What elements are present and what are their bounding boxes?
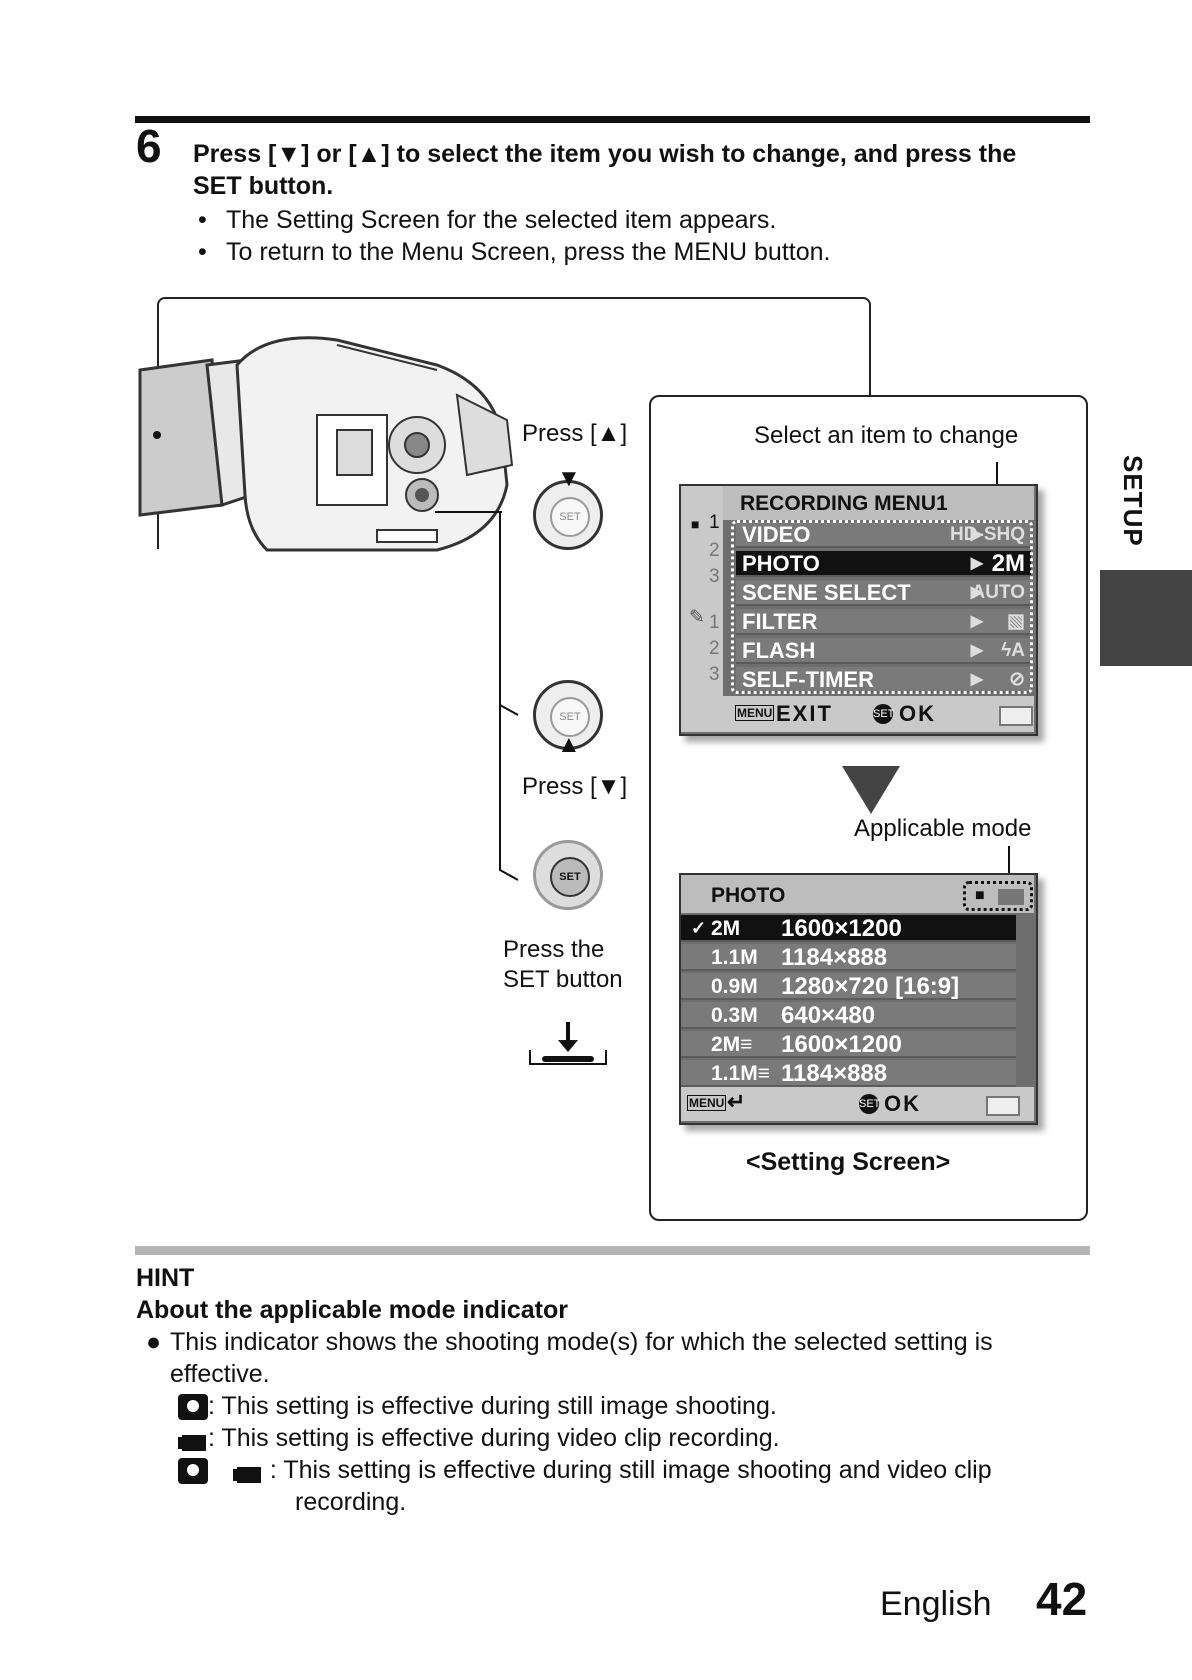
arrow-right-icon: ▶ bbox=[970, 613, 983, 630]
menu-item-photo[interactable]: PHOTO▶2M bbox=[736, 551, 1031, 577]
press-set-label-line1: Press the bbox=[503, 936, 605, 963]
menu-ok-label: OK bbox=[899, 701, 936, 726]
down-triangle-icon bbox=[842, 766, 900, 814]
step-heading: Press [▼] or [▲] to select the item you … bbox=[193, 138, 1093, 202]
arrow-right-icon: ▶ bbox=[970, 671, 983, 688]
set-icon: SET bbox=[859, 1094, 880, 1114]
tab-number: 1 bbox=[709, 512, 720, 533]
still-camera-icon bbox=[178, 1458, 208, 1485]
hint-label: HINT bbox=[136, 1264, 195, 1292]
setting-row[interactable]: 2M≡1600×1200 bbox=[681, 1031, 1016, 1058]
menu-tabs: ■ 1 2 3 ✎ 1 2 3 bbox=[681, 486, 723, 698]
dpad-up[interactable]: SET ▼ bbox=[533, 465, 603, 550]
dpad-center: SET bbox=[550, 697, 590, 737]
setting-footer: MENU ↵ SET OK bbox=[681, 1087, 1034, 1121]
menu-item-flash[interactable]: FLASH▶ϟA bbox=[736, 638, 1031, 664]
video-camera-icon bbox=[178, 1427, 208, 1452]
still-camera-icon: ■ bbox=[975, 887, 985, 904]
menu-screen: RECORDING MENU1 ■ 1 2 3 ✎ 1 2 3 VIDEO▶HD… bbox=[679, 484, 1038, 736]
step-heading-line1: Press [▼] or [▲] to select the item you … bbox=[193, 140, 1017, 168]
set-button-label: SET bbox=[550, 857, 590, 897]
dpad-down[interactable]: SET ▲ bbox=[533, 680, 603, 758]
tab-number: 2 bbox=[709, 540, 720, 561]
hint-bullet-dot: ● bbox=[146, 1328, 162, 1356]
hint-bullet-line1: This indicator shows the shooting mode(s… bbox=[170, 1328, 993, 1356]
menu-item-scene-select[interactable]: SCENE SELECT▶AUTO bbox=[736, 580, 1031, 606]
press-set-label-line2: SET button bbox=[503, 966, 623, 993]
hint-both-line2: recording. bbox=[295, 1488, 407, 1516]
top-rule bbox=[135, 116, 1090, 123]
camcorder-illustration bbox=[138, 336, 514, 552]
setting-row[interactable]: 1.1M≡1184×888 bbox=[681, 1060, 1016, 1087]
step-bullet: •The Setting Screen for the selected ite… bbox=[198, 206, 777, 234]
selection-highlight bbox=[731, 520, 1033, 694]
arrow-right-icon: ▶ bbox=[970, 642, 983, 659]
connector-lines bbox=[499, 512, 519, 881]
section-tab-block bbox=[1100, 570, 1192, 666]
hint-bullet-line2: effective. bbox=[170, 1360, 270, 1388]
select-item-label: Select an item to change bbox=[754, 422, 1019, 449]
menu-title: RECORDING MENU1 bbox=[740, 492, 948, 515]
menu-item-video[interactable]: VIDEO▶HD-SHQ bbox=[736, 522, 1031, 548]
tab-number: 3 bbox=[709, 566, 720, 587]
setting-ok-label: OK bbox=[884, 1091, 921, 1116]
menu-button-icon: MENU bbox=[735, 705, 775, 721]
video-camera-icon bbox=[232, 1459, 263, 1484]
battery-icon bbox=[986, 1096, 1020, 1116]
menu-item-filter[interactable]: FILTER▶▧ bbox=[736, 609, 1031, 635]
press-down-icon bbox=[529, 1022, 607, 1065]
return-icon: ↵ bbox=[727, 1089, 746, 1114]
hint-rule bbox=[135, 1246, 1090, 1255]
menu-title-bar bbox=[681, 486, 1034, 520]
menu-item-self-timer[interactable]: SELF-TIMER▶⊘ bbox=[736, 667, 1031, 693]
arrow-right-icon: ▶ bbox=[970, 584, 983, 601]
wrench-icon: ✎ bbox=[689, 607, 705, 628]
page-number: 42 bbox=[1036, 1573, 1088, 1625]
still-camera-icon: ■ bbox=[691, 516, 700, 532]
menu-exit-label: EXIT bbox=[776, 701, 833, 726]
applicable-mode-pointer bbox=[1008, 846, 1010, 876]
up-arrow-icon: ▼ bbox=[557, 465, 581, 492]
set-button[interactable]: SET bbox=[533, 840, 603, 910]
step-number: 6 bbox=[136, 120, 162, 172]
battery-icon bbox=[999, 706, 1033, 726]
language-label: English bbox=[880, 1585, 992, 1623]
applicable-mode-label: Applicable mode bbox=[854, 815, 1032, 842]
section-tab: SETUP bbox=[1118, 455, 1148, 547]
hint-video-row: : This setting is effective during video… bbox=[178, 1422, 780, 1454]
hint-title: About the applicable mode indicator bbox=[136, 1296, 568, 1324]
arrow-right-icon: ▶ bbox=[970, 555, 983, 572]
setting-title: PHOTO bbox=[711, 884, 786, 907]
tab-number: 3 bbox=[709, 664, 720, 685]
still-camera-icon bbox=[178, 1394, 208, 1421]
arrow-right-icon: ▶ bbox=[970, 526, 983, 543]
step-bullet: •To return to the Menu Screen, press the… bbox=[198, 238, 831, 266]
press-down-label: Press [▼] bbox=[522, 773, 628, 800]
video-camera-icon bbox=[998, 889, 1024, 905]
menu-footer: MENU EXIT SET OK bbox=[681, 696, 1034, 732]
applicable-mode-indicator: ■ bbox=[963, 881, 1033, 911]
hint-still-row: : This setting is effective during still… bbox=[178, 1390, 777, 1422]
tab-number: 2 bbox=[709, 638, 720, 659]
tab-number: 1 bbox=[709, 612, 720, 633]
menu-button-icon: MENU bbox=[687, 1095, 727, 1111]
setting-screen-caption: <Setting Screen> bbox=[746, 1148, 951, 1176]
step-heading-line2: SET button. bbox=[193, 172, 334, 200]
set-icon: SET bbox=[873, 704, 894, 724]
down-arrow-icon: ▲ bbox=[557, 731, 581, 758]
dpad-center: SET bbox=[550, 497, 590, 537]
hint-both-row: : This setting is effective during still… bbox=[178, 1454, 992, 1486]
press-up-label: Press [▲] bbox=[522, 420, 628, 447]
